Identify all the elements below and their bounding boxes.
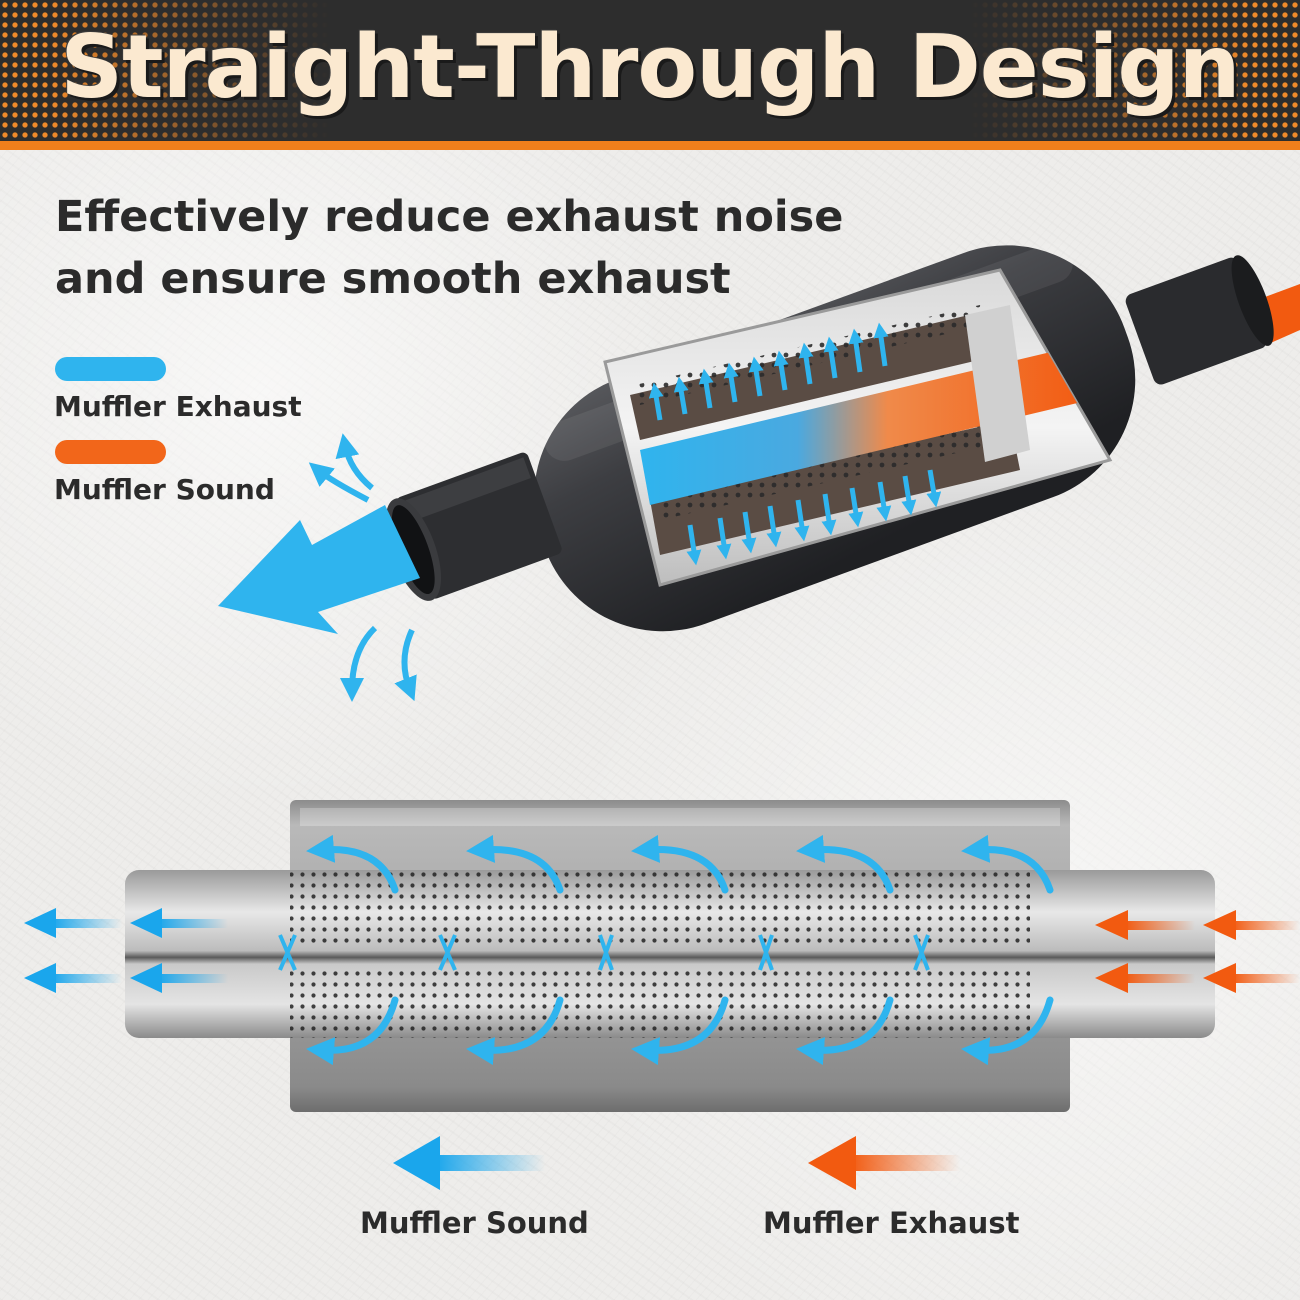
page-title: Straight-Through Design [60,16,1240,118]
outlet-pipe [1125,255,1274,385]
orange-stripe [0,141,1300,150]
legend-swatch-exhaust [55,357,166,381]
inlet-pipe [385,452,562,601]
cutaway-window [603,268,1113,587]
legend-label-sound: Muffler Sound [54,473,275,506]
legend-swatch-sound [55,440,166,464]
left-outflow-arrows [24,908,228,993]
bottom-label-sound: Muffler Sound [360,1206,589,1240]
internal-arrows-down [686,469,942,566]
exhaust-outflow-arrow [218,505,420,634]
internal-arrows-up [648,322,889,421]
bottom-label-exhaust: Muffler Exhaust [763,1206,1020,1240]
exhaust-legend-arrow [808,1136,960,1190]
outlet-curl-arrows [308,433,417,702]
subtitle: Effectively reduce exhaust noise and ens… [55,186,875,310]
cross-arrows [278,934,930,971]
swirl-arrows [306,834,1054,1066]
title-banner: Straight-Through Design [0,0,1300,150]
sound-legend-arrow [393,1136,545,1190]
legend-label-exhaust: Muffler Exhaust [54,390,302,423]
halftone-dots-right [970,0,1300,150]
halftone-dots-left [0,0,330,150]
silver-muffler [24,800,1300,1112]
right-inflow-arrows [1095,910,1300,993]
black-muffler [218,243,1300,702]
subtitle-line-2: and ensure smooth exhaust [55,254,731,304]
subtitle-line-1: Effectively reduce exhaust noise [55,192,844,242]
